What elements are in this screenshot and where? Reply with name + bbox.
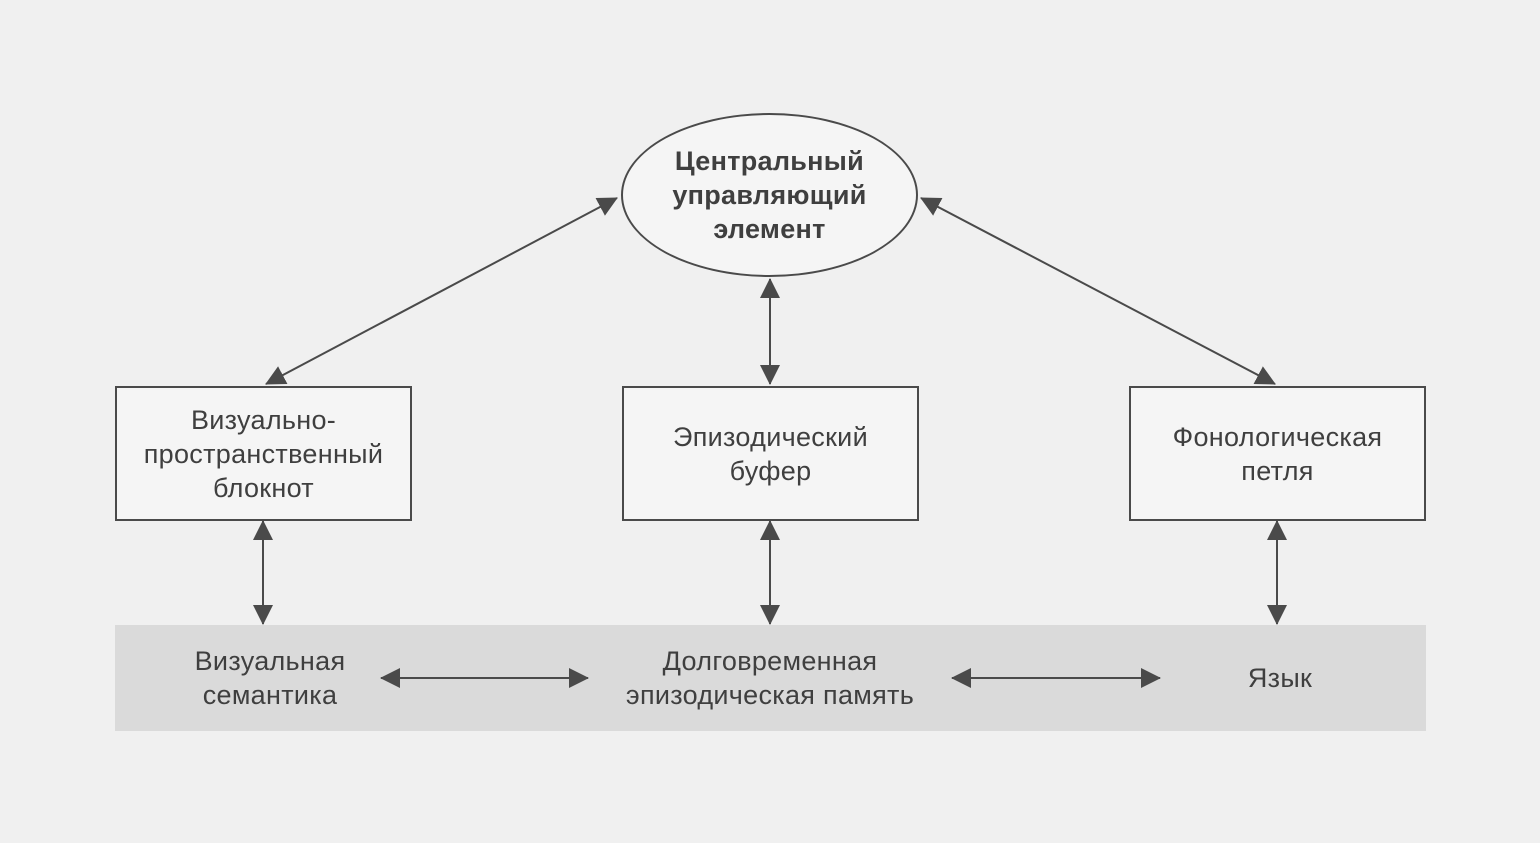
episodic-ltm-node: Долговременная эпизодическая память	[600, 640, 940, 716]
arrow-central-visuospatial	[265, 197, 618, 385]
visual-semantics-node: Визуальная семантика	[155, 640, 385, 716]
visual-semantics-label: Визуальная семантика	[194, 646, 346, 710]
arrow-central-phonological-loop	[920, 197, 1276, 385]
episodic-ltm-label: Долговременная эпизодическая память	[625, 646, 915, 710]
episodic-buffer-label: Эпизодический буфер	[673, 421, 868, 486]
visuospatial-sketchpad-label: Визуально- пространственный блокнот	[143, 404, 384, 503]
long-term-memory-band	[115, 625, 1426, 731]
visuospatial-sketchpad-node: Визуально- пространственный блокнот	[115, 386, 412, 521]
central-executive-label: Центральный управляющий элемент	[672, 146, 867, 244]
language-node: Язык	[1190, 640, 1370, 716]
episodic-buffer-node: Эпизодический буфер	[622, 386, 919, 521]
language-label: Язык	[1247, 663, 1313, 693]
phonological-loop-node: Фонологическая петля	[1129, 386, 1426, 521]
central-executive-node: Центральный управляющий элемент	[621, 113, 918, 277]
phonological-loop-label: Фонологическая петля	[1172, 421, 1383, 486]
